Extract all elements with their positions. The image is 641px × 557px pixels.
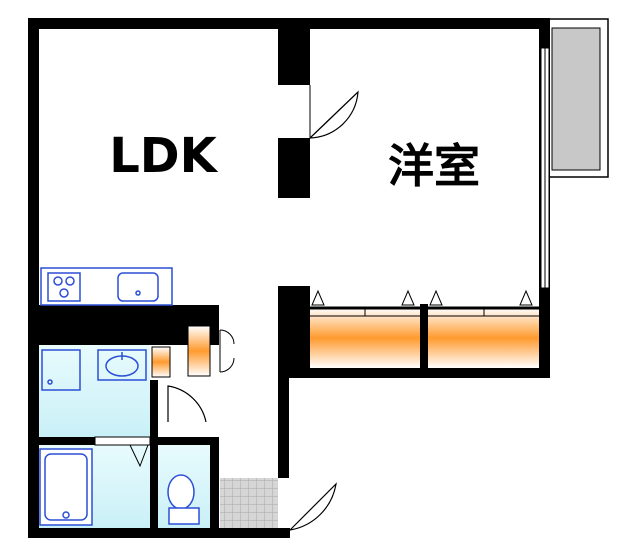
closet-right xyxy=(428,289,539,368)
room-label-western: 洋室 xyxy=(388,139,480,193)
door-western-room xyxy=(280,85,359,139)
wash-basin-icon xyxy=(97,349,147,381)
balcony xyxy=(547,18,609,178)
door-closet-partition xyxy=(280,198,310,286)
closet-divider xyxy=(420,304,428,368)
kitchen-sink-icon xyxy=(117,272,159,302)
closet-left xyxy=(310,289,420,368)
room-label-ldk: LDK xyxy=(109,128,218,184)
kitchen-counter xyxy=(40,267,173,306)
washroom-floor xyxy=(38,345,150,437)
door-washroom xyxy=(158,380,210,437)
washing-machine-icon xyxy=(41,349,81,391)
window-right xyxy=(540,47,550,289)
toilet-icon xyxy=(167,474,200,525)
entrance-floor xyxy=(220,478,278,532)
hall-storage xyxy=(151,325,235,378)
bathtub-icon xyxy=(39,448,93,526)
door-bathroom xyxy=(94,436,151,468)
door-entrance xyxy=(280,478,337,531)
stove-icon xyxy=(47,272,81,302)
